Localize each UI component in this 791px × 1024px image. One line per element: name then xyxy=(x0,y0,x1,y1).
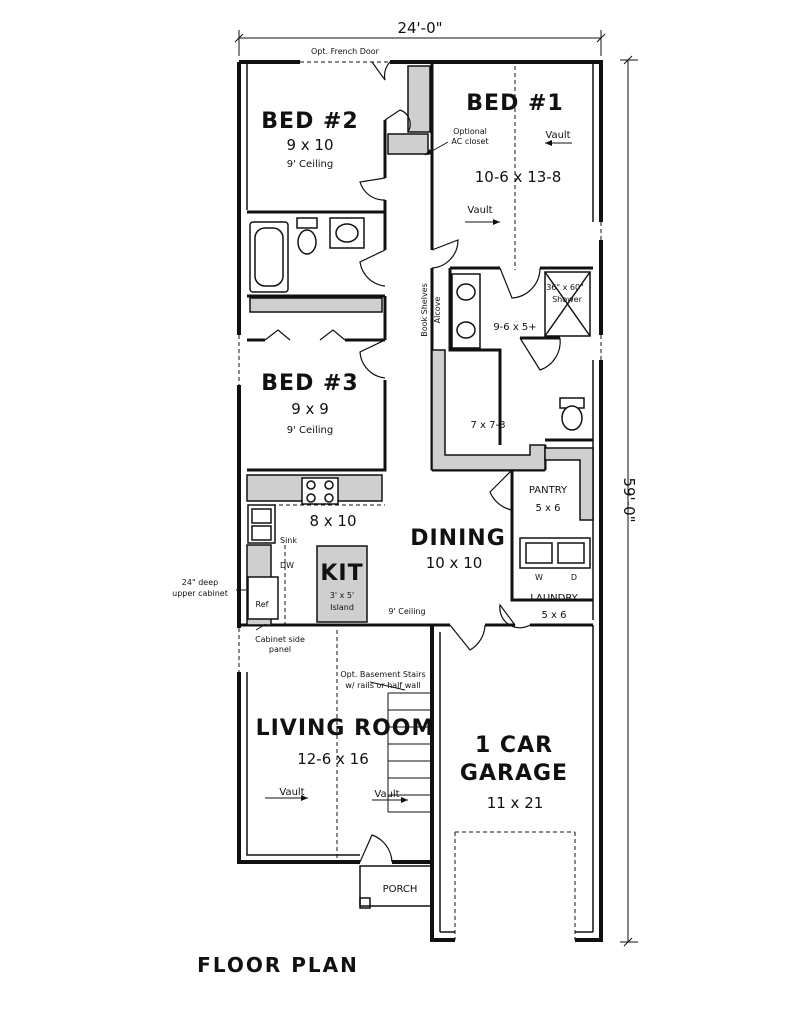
width-dimension xyxy=(234,30,606,56)
bed2-name: BED #2 xyxy=(261,109,358,134)
bed2-note: 9' Ceiling xyxy=(287,159,333,170)
upper-cabinet-line2: upper cabinet xyxy=(172,589,228,598)
cabinet-panel-line2: panel xyxy=(269,645,291,654)
shower-name: Shower xyxy=(552,295,583,304)
width-label: 24'-0" xyxy=(397,19,442,37)
french-door-note: Opt. French Door xyxy=(311,47,380,56)
bed3-size: 9 x 9 xyxy=(291,400,329,418)
kitchen-size: 8 x 10 xyxy=(309,512,356,530)
upper-cabinet-line1: 24" deep xyxy=(182,578,218,587)
washer-label: W xyxy=(535,573,543,582)
dw-label: DW xyxy=(280,561,294,570)
kit-name: KIT xyxy=(320,561,363,586)
basement-stairs xyxy=(387,692,432,813)
closet-size: 7 x 7-8 xyxy=(471,420,506,431)
bed1-vault-b: Vault xyxy=(467,205,492,216)
garage-name-line2: GARAGE xyxy=(460,761,568,786)
stairs-note-line2: w/ rails or half wall xyxy=(345,681,420,690)
bed1-name: BED #1 xyxy=(466,91,563,116)
leader-lines xyxy=(236,589,406,691)
shower-size: 36" x 60" xyxy=(546,283,584,292)
bathroom-fixtures xyxy=(249,217,591,431)
bath-size: 9-6 x 5+ xyxy=(493,322,536,333)
living-size: 12-6 x 16 xyxy=(297,750,369,768)
pantry-size: 5 x 6 xyxy=(536,503,561,514)
kitchen-fixtures xyxy=(247,477,591,620)
dining-size: 10 x 10 xyxy=(426,554,483,572)
dining-name: DINING xyxy=(410,526,506,551)
bed3-name: BED #3 xyxy=(261,371,358,396)
depth-label: 59'-0" xyxy=(620,477,638,522)
living-name: LIVING ROOM xyxy=(256,716,435,741)
door-swings xyxy=(264,61,561,863)
kitchen-ceiling: 9' Ceiling xyxy=(388,607,425,616)
alcove-note: Alcove xyxy=(433,297,442,324)
porch-name: PORCH xyxy=(383,884,418,895)
plan-title: FLOOR PLAN xyxy=(197,953,359,977)
bed3-note: 9' Ceiling xyxy=(287,425,333,436)
pantry-name: PANTRY xyxy=(529,485,568,496)
living-vault-b: Vault xyxy=(374,789,399,800)
laundry-size: 5 x 6 xyxy=(542,610,567,621)
ac-closet-line1: Optional xyxy=(453,127,487,136)
island-size: 3' x 5' xyxy=(330,591,354,600)
vault-arrows xyxy=(265,140,572,803)
exterior-walls xyxy=(237,60,603,942)
island-label: Island xyxy=(330,603,354,612)
living-vault-a: Vault xyxy=(279,787,304,798)
dashed-lines xyxy=(238,61,602,940)
book-shelves-note: Book Shelves xyxy=(420,283,429,337)
garage-size: 11 x 21 xyxy=(487,794,544,812)
cabinet-panel-line1: Cabinet side xyxy=(255,635,305,644)
dryer-label: D xyxy=(571,573,577,582)
laundry-name: LAUNDRY xyxy=(530,593,578,604)
wall-inner-lines xyxy=(246,62,594,933)
garage-name-line1: 1 CAR xyxy=(475,733,553,758)
depth-dimension xyxy=(620,55,638,947)
bed2-size: 9 x 10 xyxy=(286,136,333,154)
sink-label: Sink xyxy=(280,536,297,545)
ref-label: Ref xyxy=(256,600,269,609)
bed1-vault-a: Vault xyxy=(545,130,570,141)
stairs-note-line1: Opt. Basement Stairs xyxy=(340,670,425,679)
bed1-size: 10-6 x 13-8 xyxy=(475,168,562,186)
porch xyxy=(359,865,433,909)
ac-closet-line2: AC closet xyxy=(451,137,488,146)
